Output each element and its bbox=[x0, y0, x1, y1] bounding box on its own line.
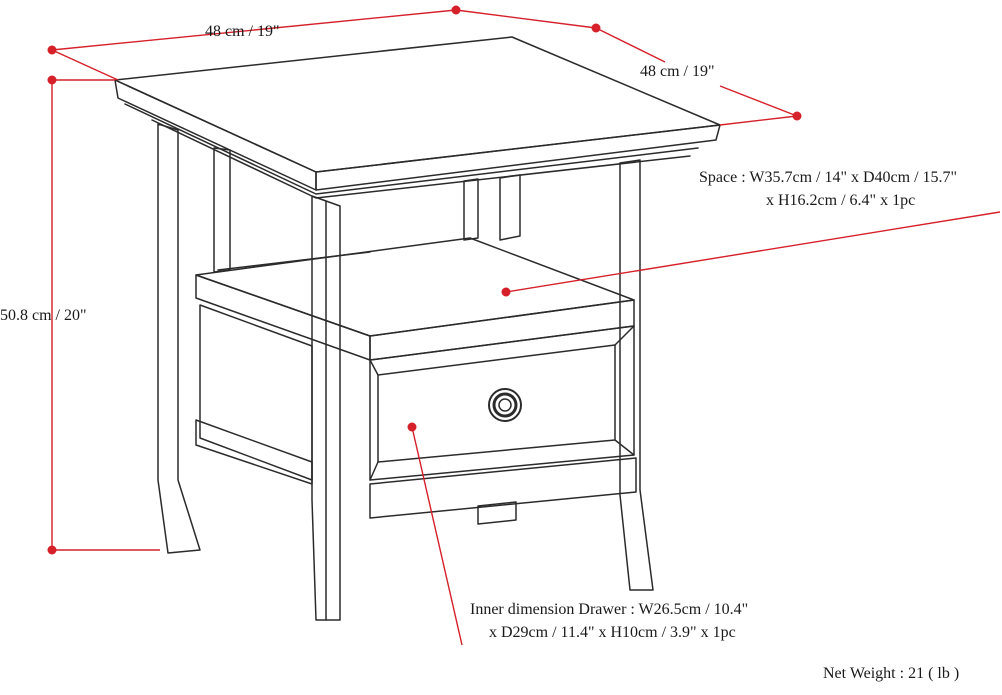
tabletop-right-edge bbox=[315, 124, 721, 191]
post-inner-left bbox=[213, 147, 231, 273]
width-label: 48 cm / 19" bbox=[205, 23, 280, 40]
side-rail-bottom bbox=[195, 419, 313, 485]
dim-dot-space bbox=[501, 287, 511, 297]
dim-extension-depth bbox=[719, 115, 798, 126]
dim-dot-depth-top bbox=[591, 23, 601, 33]
dim-dot-drawer bbox=[407, 422, 417, 432]
tabletop-front-edge bbox=[114, 79, 317, 191]
center-foot bbox=[477, 501, 517, 525]
leader-drawer bbox=[411, 426, 463, 646]
dim-dot-width-right bbox=[451, 5, 461, 15]
drawer-callout-line1: Inner dimension Drawer : W26.5cm / 10.4" bbox=[470, 601, 749, 618]
dim-line-width bbox=[51, 9, 457, 51]
drawer-knob-icon bbox=[488, 388, 522, 422]
space-callout-line1: Space : W35.7cm / 14" x D40cm / 15.7" bbox=[699, 169, 958, 186]
dim-line-depth-b bbox=[719, 85, 798, 117]
shelf-back-rail bbox=[217, 251, 371, 271]
depth-label: 48 cm / 19" bbox=[640, 63, 715, 80]
side-panel-left bbox=[199, 304, 313, 481]
shelf-front-face bbox=[195, 274, 371, 361]
dim-extension-width-left bbox=[51, 49, 119, 81]
drawer-front-outer bbox=[369, 325, 635, 481]
drawer-bevel-bl bbox=[369, 461, 379, 481]
shelf-side-face bbox=[369, 299, 635, 361]
leg-back-left bbox=[157, 123, 201, 554]
tabletop-top-face bbox=[114, 36, 721, 173]
leg-back-right bbox=[619, 159, 654, 591]
drawer-bevel-br bbox=[614, 439, 635, 456]
dim-extension-width-right bbox=[455, 9, 597, 29]
drawer-bevel-tl bbox=[369, 359, 379, 376]
dim-dot-height-top bbox=[47, 75, 57, 85]
dim-dot-width-left bbox=[47, 45, 57, 55]
drawer-callout-line2: x D29cm / 11.4" x H10cm / 3.9" x 1pc bbox=[489, 624, 736, 641]
drawer-front-inner bbox=[377, 344, 616, 463]
post-inner-right bbox=[499, 174, 521, 241]
height-label: 50.8 cm / 20" bbox=[0, 307, 87, 324]
net-weight-label: Net Weight : 21 ( lb ) bbox=[823, 665, 960, 682]
post-inner-right-2 bbox=[463, 178, 479, 241]
tabletop-molding bbox=[124, 103, 699, 195]
dim-dot-height-bottom bbox=[47, 545, 57, 555]
leader-space bbox=[505, 211, 1001, 293]
bottom-rail-front bbox=[369, 457, 637, 519]
dim-line-depth-a bbox=[595, 27, 666, 63]
space-callout-line2: x H16.2cm / 6.4" x 1pc bbox=[766, 192, 916, 209]
drawer-bevel-tr bbox=[614, 325, 635, 346]
end-table-outline bbox=[114, 36, 721, 621]
dim-dot-depth-bottom bbox=[792, 111, 802, 121]
